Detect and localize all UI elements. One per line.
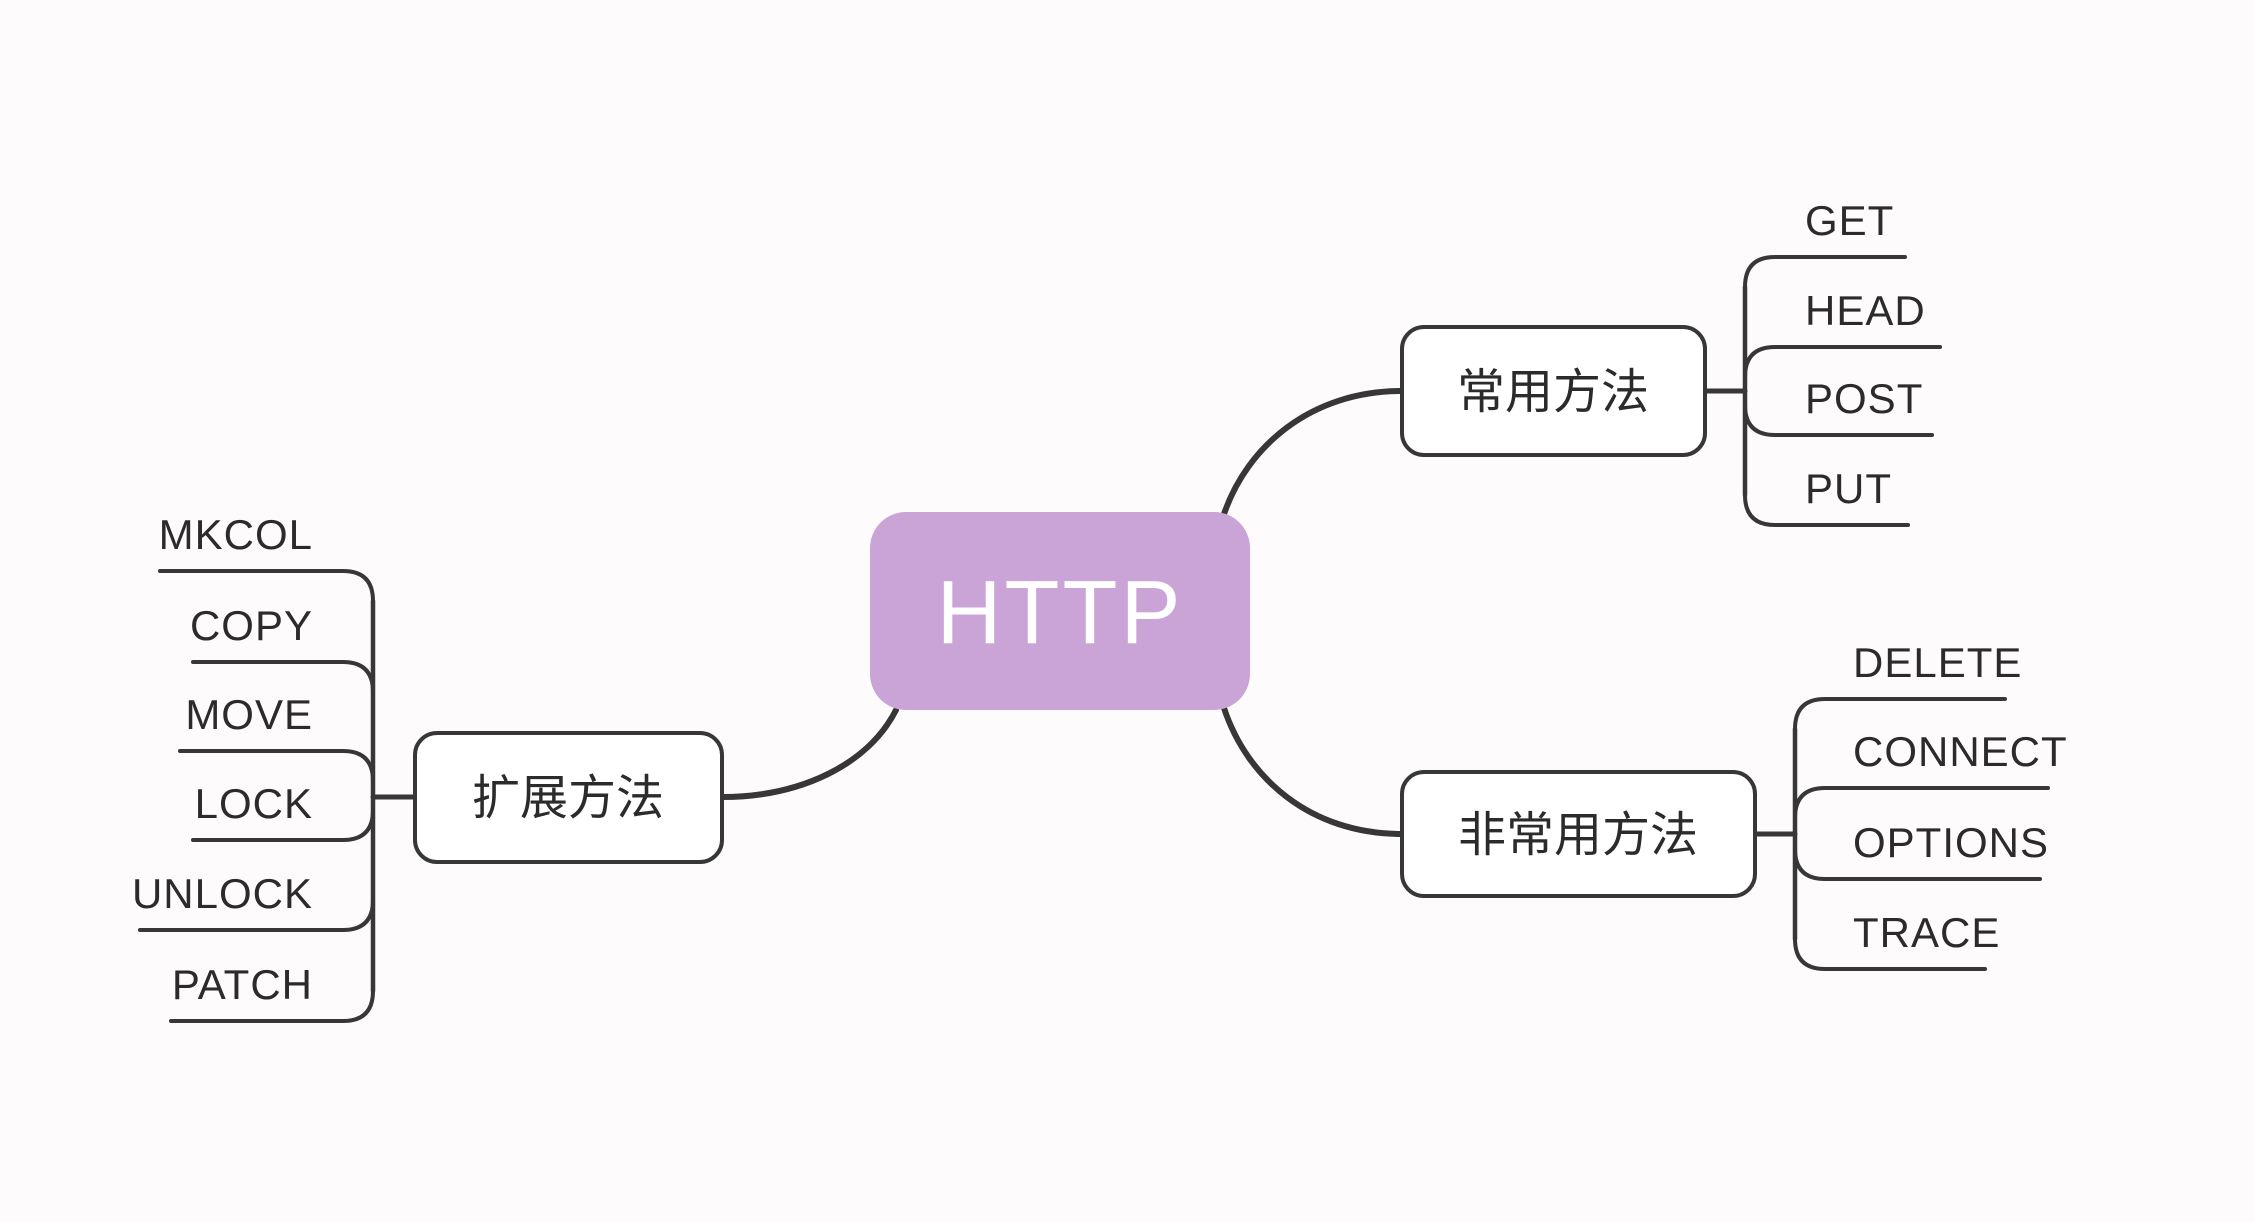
branch-common-methods-group: GET HEAD POST PUT 常用方法	[1400, 197, 1942, 527]
root-node-http[interactable]: HTTP	[870, 512, 1250, 710]
leaf-underline-mkcol	[158, 569, 375, 603]
branch-node-common-methods[interactable]: 常用方法	[1400, 325, 1707, 457]
branch-uncommon-methods-group: DELETE CONNECT OPTIONS TRACE 非常用方法	[1400, 639, 2068, 971]
edge-root-to-extension-methods	[719, 707, 899, 800]
leaf-underline-delete	[1793, 697, 2007, 731]
branch-box-common-methods[interactable]	[1400, 325, 1707, 457]
leaf-underline-copy	[191, 660, 375, 694]
leaf-node-lock[interactable]: LOCK	[195, 780, 313, 827]
leaf-underline-options	[1793, 847, 2042, 881]
leaf-node-unlock[interactable]: UNLOCK	[132, 870, 313, 917]
leaf-underline-head	[1743, 345, 1942, 379]
leaf-node-get[interactable]: GET	[1805, 197, 1894, 244]
branch-extension-methods-group: MKCOL COPY MOVE LOCK UNLOCK PATCH 扩展方法	[132, 511, 724, 1023]
root-box-http[interactable]	[870, 512, 1250, 710]
branch-label-extension-methods[interactable]: 扩展方法	[472, 772, 664, 825]
leaf-node-copy[interactable]: COPY	[190, 602, 313, 649]
leaf-node-trace[interactable]: TRACE	[1853, 909, 2000, 956]
branch-label-common-methods[interactable]: 常用方法	[1457, 366, 1649, 419]
edges	[719, 388, 1405, 837]
leaf-underline-unlock	[138, 898, 375, 932]
leaf-underline-get	[1743, 255, 1907, 289]
leaf-underline-post	[1743, 403, 1934, 437]
edge-root-to-common-methods	[1221, 388, 1405, 517]
leaf-node-move[interactable]: MOVE	[185, 691, 313, 738]
leaf-node-post[interactable]: POST	[1805, 375, 1923, 422]
leaf-underline-lock	[191, 808, 375, 842]
leaf-node-connect[interactable]: CONNECT	[1853, 728, 2068, 775]
leaf-underline-move	[178, 749, 375, 783]
root-label-http[interactable]: HTTP	[937, 563, 1184, 663]
leaf-node-options[interactable]: OPTIONS	[1853, 819, 2049, 866]
leaf-node-patch[interactable]: PATCH	[172, 961, 313, 1008]
leaf-underline-connect	[1793, 786, 2050, 820]
branch-node-extension-methods[interactable]: 扩展方法	[413, 731, 724, 864]
leaf-node-delete[interactable]: DELETE	[1853, 639, 2022, 686]
leaf-node-mkcol[interactable]: MKCOL	[159, 511, 313, 558]
branch-box-extension-methods[interactable]	[413, 731, 724, 864]
leaf-node-put[interactable]: PUT	[1805, 465, 1892, 512]
leaf-underline-put	[1743, 493, 1910, 527]
branch-node-uncommon-methods[interactable]: 非常用方法	[1400, 770, 1757, 898]
branch-box-uncommon-methods[interactable]	[1400, 770, 1757, 898]
leaf-underline-trace	[1793, 937, 1987, 971]
leaf-underline-patch	[169, 989, 375, 1023]
leaf-node-head[interactable]: HEAD	[1805, 287, 1926, 334]
edge-root-to-uncommon-methods	[1221, 705, 1405, 837]
branch-label-uncommon-methods[interactable]: 非常用方法	[1458, 809, 1698, 862]
